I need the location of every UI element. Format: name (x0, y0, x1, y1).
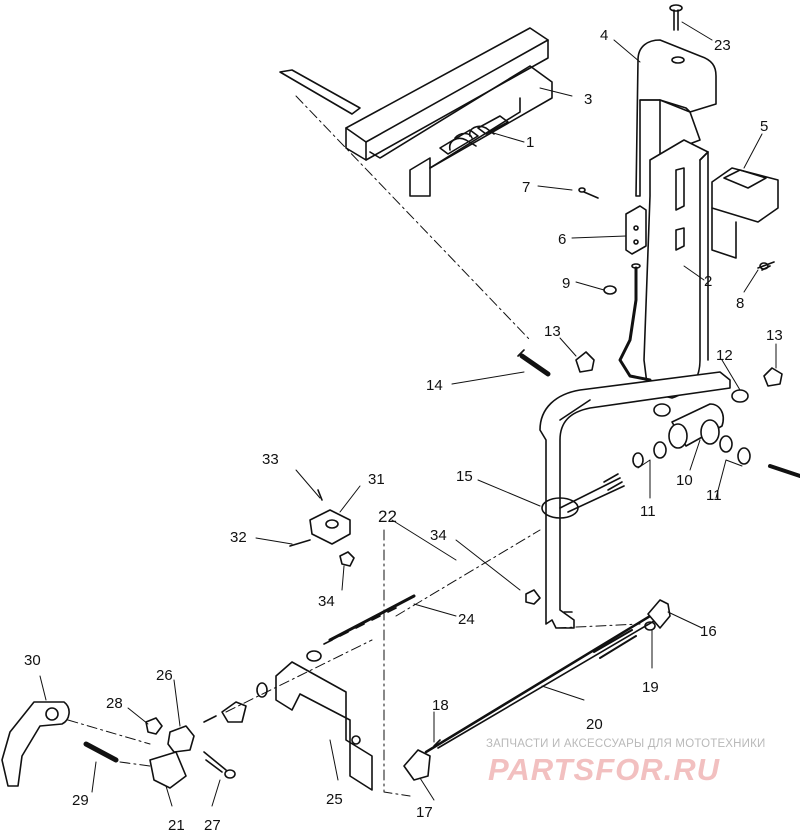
part-6-bracket (625, 205, 647, 255)
label-part-19: 19 (642, 679, 659, 696)
part-26-block (167, 725, 195, 753)
label-part-10: 10 (676, 472, 693, 489)
part-25-mount-plate (275, 661, 373, 791)
label-part-7: 7 (522, 179, 530, 196)
label-part-1: 1 (526, 134, 534, 151)
label-part-9: 9 (562, 275, 570, 292)
part-17-cable-end (403, 749, 431, 781)
part-30-plate (1, 701, 70, 787)
part-2-lever (643, 139, 709, 399)
part-1-clip (448, 125, 495, 151)
label-part-17: 17 (416, 804, 433, 821)
part-11-washers (632, 435, 751, 468)
label-part-5: 5 (760, 118, 768, 135)
part-9-clip (603, 285, 617, 295)
label-part-18: 18 (432, 697, 449, 714)
label-part-11-left: 11 (640, 503, 656, 520)
part-13-nuts (575, 351, 783, 387)
label-part-16: 16 (700, 623, 717, 640)
part-21-tab (149, 751, 187, 789)
label-part-31: 31 (368, 471, 385, 488)
label-part-20: 20 (586, 716, 603, 733)
label-part-24: 24 (458, 611, 475, 628)
label-part-29: 29 (72, 792, 89, 809)
part-15-frame (539, 371, 731, 629)
label-part-34-right: 34 (430, 527, 447, 544)
label-part-13-left: 13 (544, 323, 561, 340)
part-8-bolt (757, 261, 775, 271)
part-19-sleeve (644, 621, 656, 631)
part-28-nut (145, 717, 163, 735)
part-16-cable-end (647, 599, 671, 629)
part-5-pedal-pad (711, 167, 779, 259)
part-20-cable (424, 608, 667, 754)
part-31-clip-bracket (309, 509, 351, 545)
part-33-pin (317, 489, 323, 501)
pivot-bolt (559, 464, 800, 513)
part-3-bracket-bar (279, 27, 553, 197)
label-part-26: 26 (156, 667, 173, 684)
watermark-logo: PARTSFOR.RU (488, 752, 721, 787)
part-23-screw (669, 4, 683, 31)
part-32-pin (289, 539, 311, 547)
label-part-30: 30 (24, 652, 41, 669)
label-part-15: 15 (456, 468, 473, 485)
part-14-spring (517, 349, 551, 377)
label-part-34-left: 34 (318, 593, 335, 610)
label-part-12: 12 (716, 347, 733, 364)
part-29-spring (83, 741, 119, 763)
label-part-11-right: 11 (706, 487, 722, 504)
part-18-ferrule (433, 739, 441, 747)
label-part-13-right: 13 (766, 327, 783, 344)
label-part-3: 3 (584, 91, 592, 108)
label-part-2: 2 (704, 273, 712, 290)
watermark-caption: ЗАПЧАСТИ И АКСЕССУАРЫ ДЛЯ МОТОТЕХНИКИ (486, 738, 766, 750)
label-part-32: 32 (230, 529, 247, 546)
part-27-bolt (203, 751, 236, 779)
label-part-33: 33 (262, 451, 279, 468)
label-part-21: 21 (168, 817, 185, 834)
label-part-22: 22 (378, 507, 397, 526)
label-part-8: 8 (736, 295, 744, 312)
cable-end-parts (203, 682, 268, 723)
label-part-27: 27 (204, 817, 221, 834)
label-part-25: 25 (326, 791, 343, 808)
label-part-4: 4 (600, 27, 608, 44)
part-34-nuts (339, 551, 541, 605)
label-part-23: 23 (714, 37, 731, 54)
label-part-6: 6 (558, 231, 566, 248)
part-7-screw (578, 187, 599, 199)
leader-lines (39, 21, 777, 807)
part-24-cable-adjuster (306, 594, 416, 662)
label-part-14: 14 (426, 377, 443, 394)
label-part-28: 28 (106, 695, 123, 712)
cable-inner (618, 263, 652, 382)
assembly-lines (67, 95, 641, 797)
part-10-bushing (668, 403, 725, 449)
